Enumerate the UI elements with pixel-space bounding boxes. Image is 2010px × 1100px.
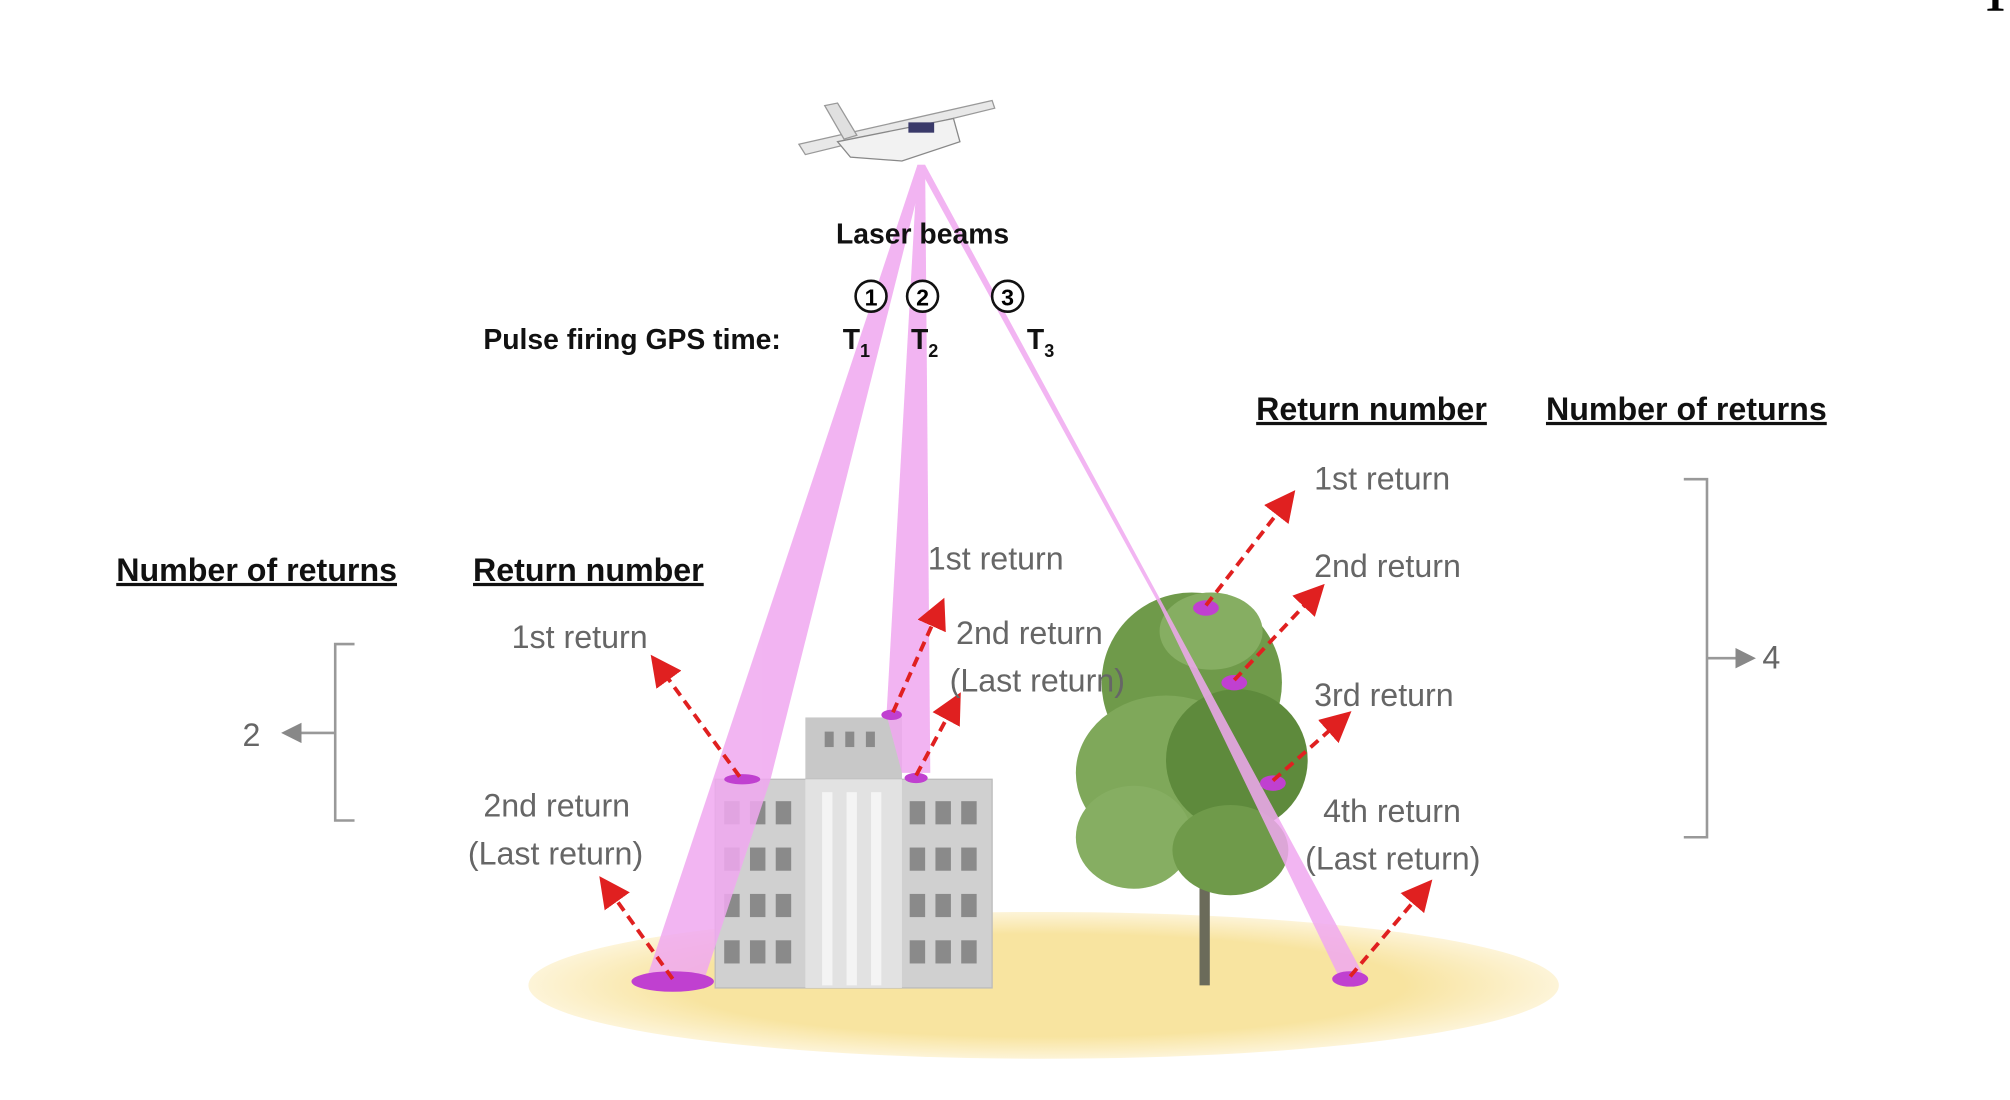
right-second-return: 2nd return (1314, 548, 1461, 584)
right-number-of-returns-header: Number of returns (1546, 391, 1827, 427)
left-second-return: 2nd return (483, 788, 630, 824)
laser-beams-label: Laser beams (836, 218, 1009, 250)
right-first-return: 1st return (1314, 460, 1450, 496)
middle-first-return: 1st return (928, 540, 1064, 576)
laser-beam-1 (644, 164, 926, 986)
pulse-time-3: T3 (1027, 324, 1054, 361)
airplane-icon (797, 99, 996, 162)
right-return-number-header: Return number (1256, 391, 1487, 427)
right-fourth-return: 4th return (1323, 793, 1461, 829)
right-return-count: 4 (1762, 640, 1780, 676)
left-last-return: (Last return) (468, 835, 643, 871)
right-bracket (1683, 477, 1746, 839)
left-return-number-header: Return number (473, 552, 704, 588)
left-bracket (291, 642, 355, 822)
return-hits (631, 600, 1369, 992)
left-return-count: 2 (242, 717, 260, 753)
return-arrows (599, 490, 1433, 981)
pulse-1-number: 1 (865, 284, 878, 310)
left-number-of-returns-header: Number of returns (116, 552, 397, 588)
middle-last-return: (Last return) (950, 663, 1125, 699)
pulse-3-number: 3 (1001, 284, 1014, 310)
pulse-time-1: T1 (843, 324, 870, 361)
middle-second-return: 2nd return (956, 615, 1103, 651)
left-first-return: 1st return (512, 619, 648, 655)
pulse-firing-label: Pulse firing GPS time: (483, 324, 781, 356)
laser-beam-3 (917, 164, 1366, 979)
page-number: 1 (1984, 0, 2006, 20)
right-third-return: 3rd return (1314, 677, 1454, 713)
pulse-2-number: 2 (916, 284, 929, 310)
pulse-time-2: T2 (911, 324, 938, 361)
right-last-return: (Last return) (1305, 840, 1480, 876)
circled-pulse-numbers: 1 2 3 (854, 279, 1025, 313)
